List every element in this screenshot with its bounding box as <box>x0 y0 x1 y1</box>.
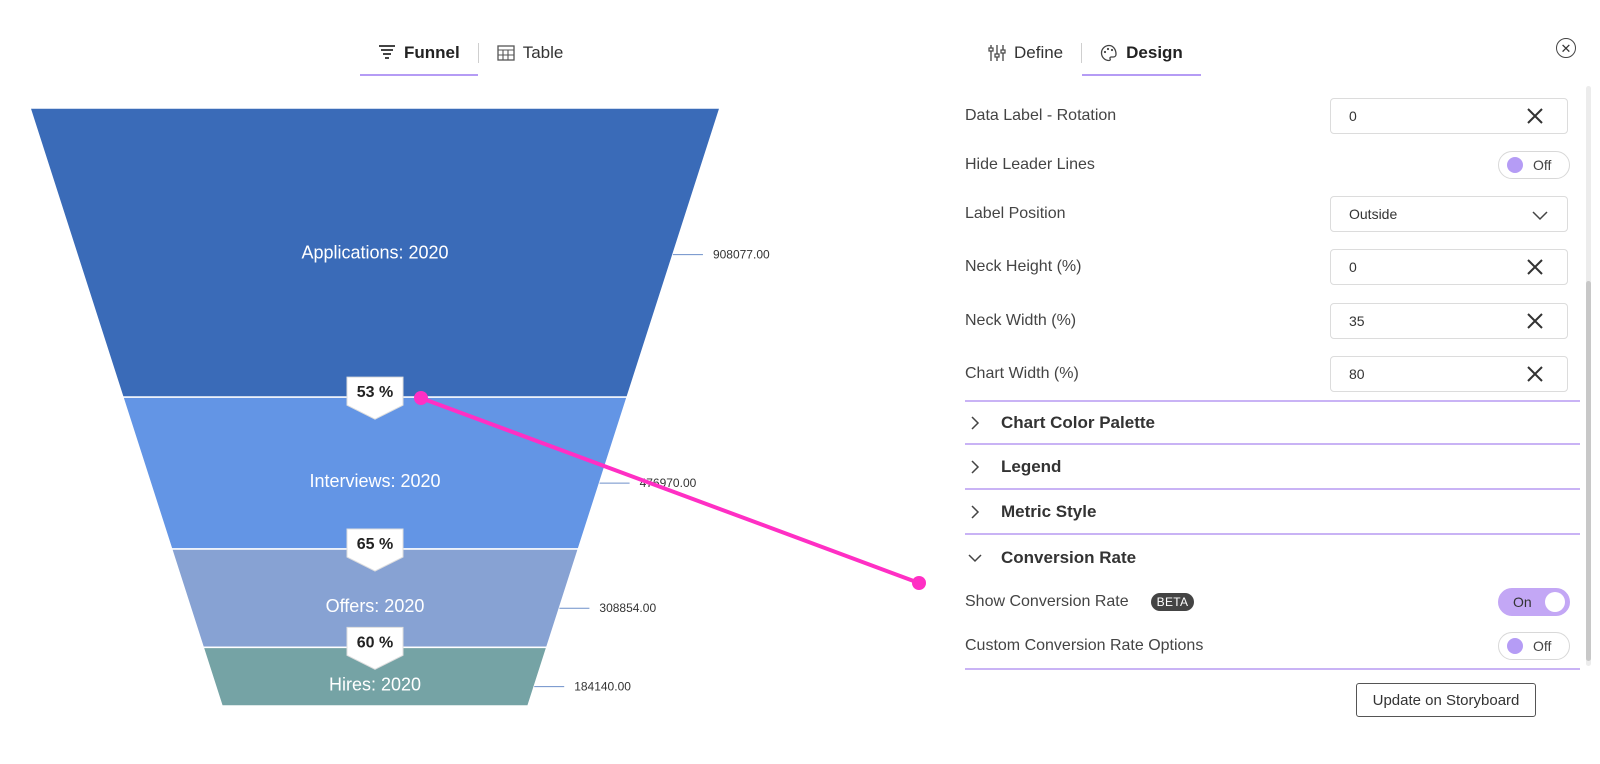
segment-label: Offers: 2020 <box>326 596 425 616</box>
toggle-state: On <box>1513 594 1532 610</box>
hide-leader-lines-label: Hide Leader Lines <box>965 156 1095 173</box>
callout-box <box>346 626 404 670</box>
data-label-rotation-input[interactable]: 0 <box>1330 98 1568 134</box>
tab-design[interactable]: Design <box>1082 30 1201 76</box>
chevron-right-icon <box>971 504 980 519</box>
clear-icon[interactable] <box>1525 364 1545 384</box>
toggle-knob <box>1507 638 1523 654</box>
table-icon <box>497 45 515 61</box>
toggle-state: Off <box>1533 157 1552 173</box>
tab-table[interactable]: Table <box>479 30 582 76</box>
scrollbar-thumb[interactable] <box>1586 281 1591 661</box>
tab-funnel[interactable]: Funnel <box>360 30 478 76</box>
close-icon: ✕ <box>1560 40 1572 56</box>
hide-leader-lines-toggle[interactable]: Off <box>1498 151 1570 179</box>
close-button[interactable]: ✕ <box>1556 38 1576 58</box>
design-panel: Data Label - Rotation 0 Hide Leader Line… <box>965 90 1580 670</box>
hide-leader-lines-row: Hide Leader Lines Off <box>965 142 1580 188</box>
funnel-segment[interactable] <box>202 646 548 707</box>
chevron-right-icon <box>971 459 980 474</box>
chevron-down-icon <box>1532 211 1548 221</box>
segment-label: Interviews: 2020 <box>309 471 440 491</box>
value-label: 908077.00 <box>713 248 770 262</box>
section-label: Legend <box>1001 456 1062 476</box>
conversion-rate-callout: 65 % <box>346 528 404 572</box>
update-on-storyboard-button[interactable]: Update on Storyboard <box>1356 683 1536 717</box>
data-label-rotation-row: Data Label - Rotation 0 <box>965 90 1580 142</box>
neck-width-row: Neck Width (%) 35 <box>965 294 1580 347</box>
tab-divider <box>1081 43 1083 63</box>
value-label: 476970.00 <box>640 476 697 490</box>
clear-icon[interactable] <box>1525 311 1545 331</box>
custom-conversion-rate-toggle[interactable]: Off <box>1498 632 1570 660</box>
segment-label: Applications: 2020 <box>301 243 448 263</box>
tab-table-label: Table <box>522 43 564 62</box>
value-label: 308854.00 <box>599 601 656 615</box>
toggle-knob <box>1507 157 1523 173</box>
label-position-select[interactable]: Outside <box>1330 196 1568 232</box>
chart-width-row: Chart Width (%) 80 <box>965 347 1580 400</box>
funnel-icon <box>379 45 395 59</box>
tab-divider <box>477 43 479 63</box>
conversion-rate-label: 65 % <box>357 536 393 553</box>
show-conversion-rate-row: Show Conversion Rate BETA On <box>965 580 1580 624</box>
tab-define[interactable]: Define <box>970 30 1081 76</box>
chart-view-tabs: Funnel Table <box>360 30 581 76</box>
callout-box <box>346 376 404 420</box>
chart-width-value: 80 <box>1349 365 1365 382</box>
neck-width-label: Neck Width (%) <box>965 311 1077 329</box>
neck-height-value: 0 <box>1349 259 1357 275</box>
panel-scrollbar[interactable] <box>1586 86 1591 666</box>
conversion-rate-callout: 53 % <box>346 376 404 420</box>
label-position-row: Label Position Outside <box>965 188 1580 240</box>
toggle-state: Off <box>1533 638 1552 654</box>
show-conversion-rate-label: Show Conversion Rate <box>965 593 1129 610</box>
tab-funnel-label: Funnel <box>404 43 460 62</box>
neck-height-input[interactable]: 0 <box>1330 249 1568 285</box>
toggle-knob <box>1545 592 1565 612</box>
neck-width-input[interactable]: 35 <box>1330 302 1568 339</box>
neck-width-value: 35 <box>1349 312 1365 329</box>
chart-width-label: Chart Width (%) <box>965 364 1079 382</box>
sliders-icon <box>988 45 1006 61</box>
chevron-down-icon <box>968 553 982 562</box>
section-metric-style[interactable]: Metric Style <box>965 490 1580 535</box>
annotation-end-dot <box>912 576 926 590</box>
label-position-label: Label Position <box>965 205 1066 222</box>
custom-conversion-rate-label: Custom Conversion Rate Options <box>965 637 1204 654</box>
section-label: Chart Color Palette <box>1001 412 1155 432</box>
section-legend[interactable]: Legend <box>965 445 1580 490</box>
label-position-value: Outside <box>1349 206 1398 222</box>
neck-height-label: Neck Height (%) <box>965 258 1082 275</box>
tab-define-label: Define <box>1014 43 1064 62</box>
beta-badge: BETA <box>1150 593 1195 611</box>
clear-icon[interactable] <box>1525 106 1545 126</box>
neck-height-row: Neck Height (%) 0 <box>965 240 1580 294</box>
section-label: Metric Style <box>1001 501 1097 521</box>
show-conversion-rate-toggle[interactable]: On <box>1498 588 1570 616</box>
tab-design-label: Design <box>1126 43 1183 62</box>
section-label: Conversion Rate <box>1001 547 1137 567</box>
conversion-rate-label: 53 % <box>357 384 393 401</box>
value-label: 184140.00 <box>574 680 631 694</box>
data-label-rotation-label: Data Label - Rotation <box>965 107 1117 124</box>
segment-label: Hires: 2020 <box>329 675 421 695</box>
panel-tabs: Define Design <box>970 30 1201 76</box>
conversion-rate-callout: 60 % <box>346 626 404 670</box>
callout-box <box>346 528 404 572</box>
conversion-rate-label: 60 % <box>357 634 393 651</box>
data-label-rotation-value: 0 <box>1349 108 1357 124</box>
chart-width-input[interactable]: 80 <box>1330 355 1568 392</box>
section-conversion-rate[interactable]: Conversion Rate <box>965 535 1580 580</box>
palette-icon <box>1101 44 1117 62</box>
chevron-right-icon <box>971 415 980 430</box>
section-chart-color-palette[interactable]: Chart Color Palette <box>965 400 1580 445</box>
custom-conversion-rate-row: Custom Conversion Rate Options Off <box>965 624 1580 670</box>
clear-icon[interactable] <box>1525 257 1545 277</box>
